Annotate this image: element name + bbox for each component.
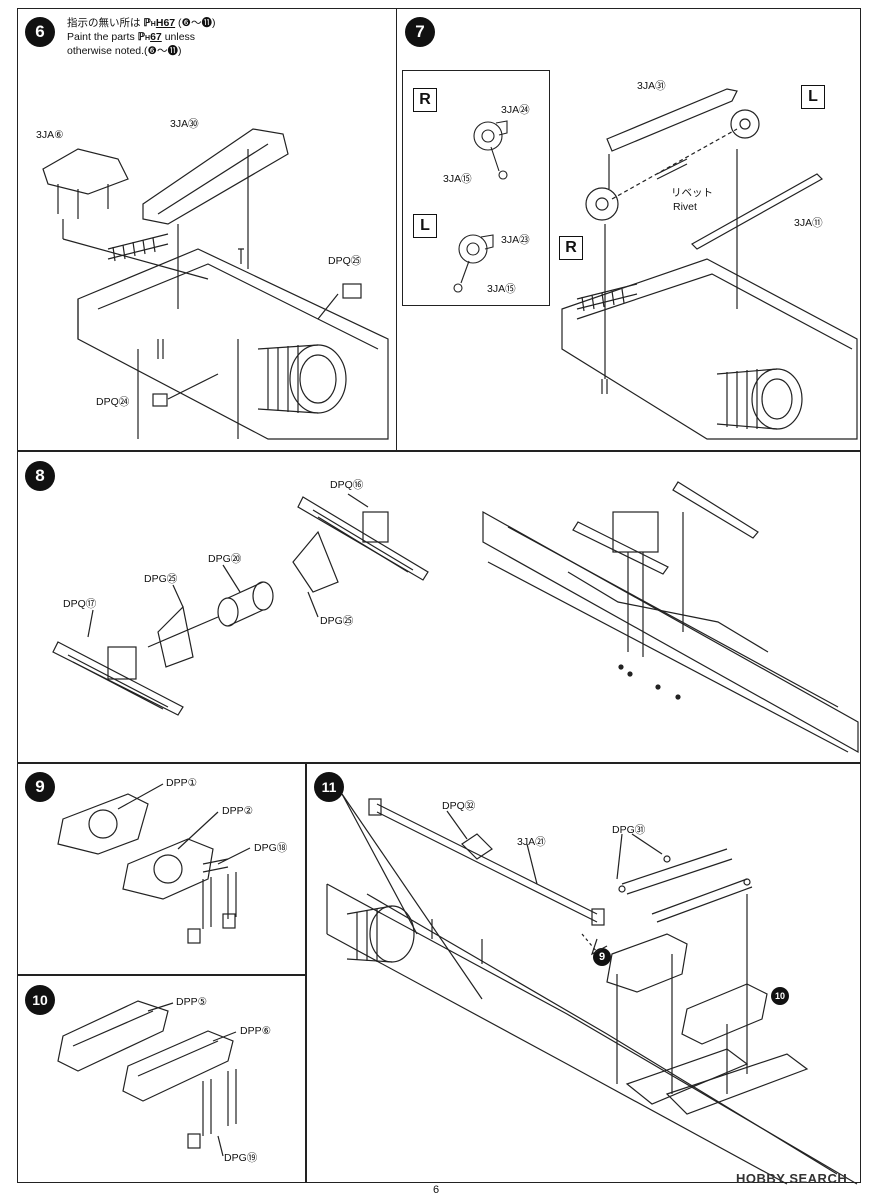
step-8-drawing bbox=[52, 481, 859, 754]
step-10-number: 10 bbox=[25, 985, 55, 1015]
step-8-panel: 8 DPQ⑯ DPG⑳ DPG㉕ DPQ⑰ DPG㉕ bbox=[17, 451, 861, 763]
part-label: 3JA⑮ bbox=[443, 173, 472, 185]
part-label: 3JA㉛ bbox=[637, 80, 666, 92]
part-label: 3JA㉔ bbox=[501, 104, 530, 116]
part-label: DPQ㉜ bbox=[442, 800, 476, 812]
step-9-drawing bbox=[57, 783, 251, 944]
part-label: 3JA⑮ bbox=[487, 283, 516, 295]
step-7-inset: R L 3JA㉔ 3JA⑮ 3JA㉓ 3JA⑮ bbox=[402, 70, 550, 306]
step-7-number: 7 bbox=[405, 17, 435, 47]
part-label: DPP② bbox=[222, 805, 254, 817]
part-label: DPP⑥ bbox=[240, 1025, 272, 1037]
paint-color-code: ℙHH67 bbox=[143, 17, 176, 29]
paint-note-en2: unless bbox=[164, 31, 196, 43]
r-marker: R bbox=[559, 236, 583, 260]
step-7-drawing bbox=[561, 88, 858, 440]
paint-note-en1: Paint the parts bbox=[67, 31, 135, 43]
part-label: 3JA⑪ bbox=[794, 217, 823, 229]
part-label: DPQ⑰ bbox=[63, 598, 97, 610]
step-6-drawing bbox=[42, 128, 389, 440]
step-11-number: 11 bbox=[314, 772, 344, 802]
hobby-search-watermark: HOBBY SEARCH bbox=[736, 1171, 848, 1186]
part-label: DPQ⑯ bbox=[330, 479, 364, 491]
paint-note: 指示の無い所は ℙHH67 (❻～⓫) Paint the parts ℙH67… bbox=[67, 17, 216, 57]
part-label: DPG⑳ bbox=[208, 553, 242, 565]
paint-note-jp: 指示の無い所は bbox=[67, 17, 141, 29]
part-label: DPP⑤ bbox=[176, 996, 208, 1008]
step-6-number: 6 bbox=[25, 17, 55, 47]
part-label: 3JA㉓ bbox=[501, 234, 530, 246]
step-11-panel: 11 DPQ㉜ 3JA㉑ DPG㉛ 9 10 bbox=[306, 763, 861, 1185]
ref-step-10: 10 bbox=[771, 987, 789, 1005]
part-label: DPG⑱ bbox=[254, 842, 288, 854]
part-label: 3JA⑥ bbox=[36, 129, 64, 141]
part-label: DPG⑲ bbox=[224, 1152, 258, 1164]
part-label: DPP① bbox=[166, 777, 198, 789]
step-9-number: 9 bbox=[25, 772, 55, 802]
paint-note-range: (❻～⓫) bbox=[178, 17, 216, 29]
inset-drawing bbox=[453, 120, 508, 293]
page-number: 6 bbox=[433, 1184, 440, 1196]
part-label: DPQ㉕ bbox=[328, 255, 362, 267]
inset-l-marker: L bbox=[413, 214, 437, 238]
paint-note-en3: otherwise noted.(❻～⓫) bbox=[67, 45, 182, 57]
part-label: 3JA㉑ bbox=[517, 836, 546, 848]
step-10-panel: 10 DPP⑤ DPP⑥ DPG⑲ bbox=[17, 975, 306, 1183]
part-label: DPG㉕ bbox=[320, 615, 354, 627]
part-label: DPG㉕ bbox=[144, 573, 178, 585]
part-label: DPG㉛ bbox=[612, 824, 646, 836]
step-11-drawing bbox=[326, 793, 858, 1185]
l-marker: L bbox=[801, 85, 825, 109]
part-label: DPQ㉔ bbox=[96, 396, 130, 408]
ref-step-9: 9 bbox=[593, 948, 611, 966]
step-7-panel: 7 R L 3JA㉔ 3JA⑮ 3JA㉓ 3JA⑮ 3JA㉛ L R 3JA⑪ … bbox=[396, 8, 861, 451]
rivet-label-en: Rivet bbox=[673, 201, 697, 213]
step-8-number: 8 bbox=[25, 461, 55, 491]
step-9-panel: 9 DPP① DPP② DPG⑱ bbox=[17, 763, 306, 975]
part-label: 3JA㉚ bbox=[170, 118, 199, 130]
rivet-label-jp: リベット bbox=[671, 187, 713, 199]
step-6-panel: 6 指示の無い所は ℙHH67 (❻～⓫) Paint the parts ℙH… bbox=[17, 8, 397, 451]
step-10-drawing bbox=[57, 1000, 237, 1157]
inset-r-marker: R bbox=[413, 88, 437, 112]
